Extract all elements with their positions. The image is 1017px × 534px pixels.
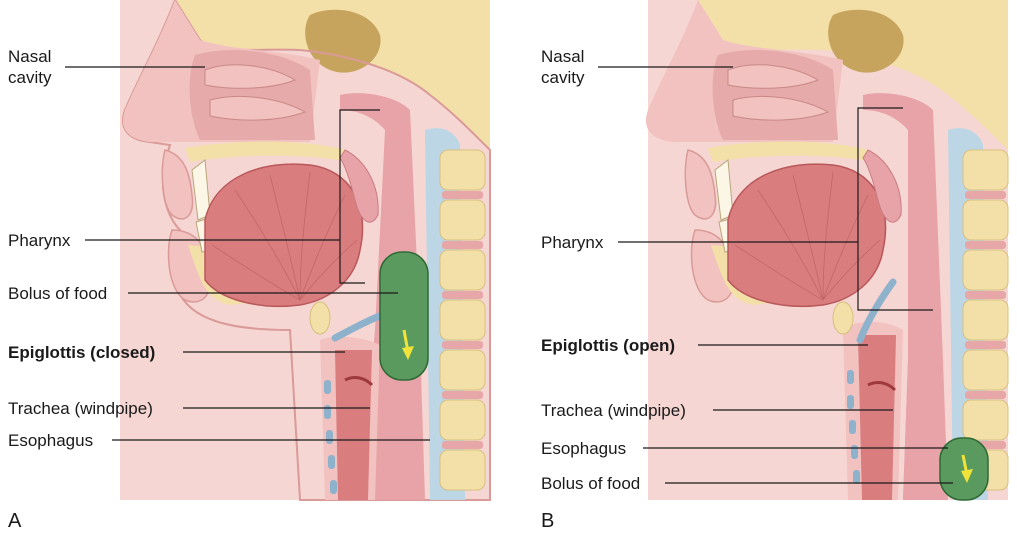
hyoid-bone bbox=[832, 301, 854, 335]
skull-bone bbox=[175, 0, 490, 150]
upper-lip bbox=[684, 149, 717, 220]
label-esophagus: Esophagus bbox=[541, 439, 627, 458]
bolus-of-food bbox=[379, 251, 429, 381]
label-pharynx: Pharynx bbox=[541, 233, 604, 252]
sphenoid-sinus bbox=[305, 9, 381, 73]
intervertebral-discs bbox=[442, 191, 483, 449]
panel-b: Nasal cavity Pharynx Epiglottis (open) T… bbox=[508, 0, 1017, 534]
pharynx-bracket bbox=[857, 107, 933, 311]
label-nasal-cavity: Nasal cavity bbox=[8, 47, 52, 87]
turbinate-upper bbox=[727, 64, 820, 89]
panel-a: Nasal cavity Pharynx Bolus of food Epigl… bbox=[0, 0, 508, 534]
bolus-arrow-head bbox=[961, 469, 973, 483]
label-bolus-of-food: Bolus of food bbox=[8, 284, 108, 303]
skull-bone bbox=[698, 0, 1008, 150]
vertebrae bbox=[962, 149, 1009, 491]
tongue-muscle-fibers bbox=[734, 171, 881, 301]
label-pharynx: Pharynx bbox=[8, 231, 71, 250]
trachea bbox=[335, 350, 372, 500]
hard-palate bbox=[708, 141, 873, 162]
turbinate-upper bbox=[204, 64, 297, 89]
soft-palate bbox=[862, 149, 902, 223]
trachea bbox=[858, 335, 896, 500]
leader-lines bbox=[598, 66, 953, 484]
esophagus bbox=[380, 340, 425, 500]
sphenoid-sinus bbox=[828, 9, 904, 73]
label-trachea: Trachea (windpipe) bbox=[8, 399, 153, 418]
leader-lines bbox=[65, 66, 430, 441]
swallowing-anatomy-illustration-closed bbox=[65, 0, 491, 501]
swallowing-anatomy-illustration-open bbox=[598, 0, 1009, 501]
turbinate-lower bbox=[209, 95, 307, 121]
tongue bbox=[727, 163, 887, 308]
nasal-cavity-region bbox=[712, 50, 838, 140]
hyoid-bone bbox=[309, 301, 331, 335]
bolus-of-food bbox=[939, 437, 989, 501]
bolus-arrow-head bbox=[402, 346, 414, 360]
upper-lip bbox=[161, 149, 194, 220]
vocal-fold bbox=[344, 376, 374, 387]
label-epiglottis: Epiglottis (closed) bbox=[8, 343, 156, 362]
panel-letter: A bbox=[8, 510, 22, 532]
vocal-fold bbox=[867, 381, 897, 392]
hard-palate bbox=[185, 141, 350, 162]
tongue bbox=[204, 163, 364, 308]
label-esophagus: Esophagus bbox=[8, 431, 94, 450]
label-epiglottis: Epiglottis (open) bbox=[541, 336, 676, 355]
panel-letter: B bbox=[541, 510, 555, 532]
nasal-cavity-region bbox=[189, 50, 315, 140]
esophagus bbox=[903, 360, 948, 500]
pharynx-bracket bbox=[339, 109, 380, 284]
label-nasal-cavity: Nasal cavity bbox=[541, 47, 585, 87]
vertebrae bbox=[439, 149, 486, 491]
label-bolus-of-food: Bolus of food bbox=[541, 474, 641, 493]
soft-palate bbox=[339, 149, 379, 223]
turbinate-lower bbox=[732, 95, 830, 121]
label-trachea: Trachea (windpipe) bbox=[541, 401, 686, 420]
